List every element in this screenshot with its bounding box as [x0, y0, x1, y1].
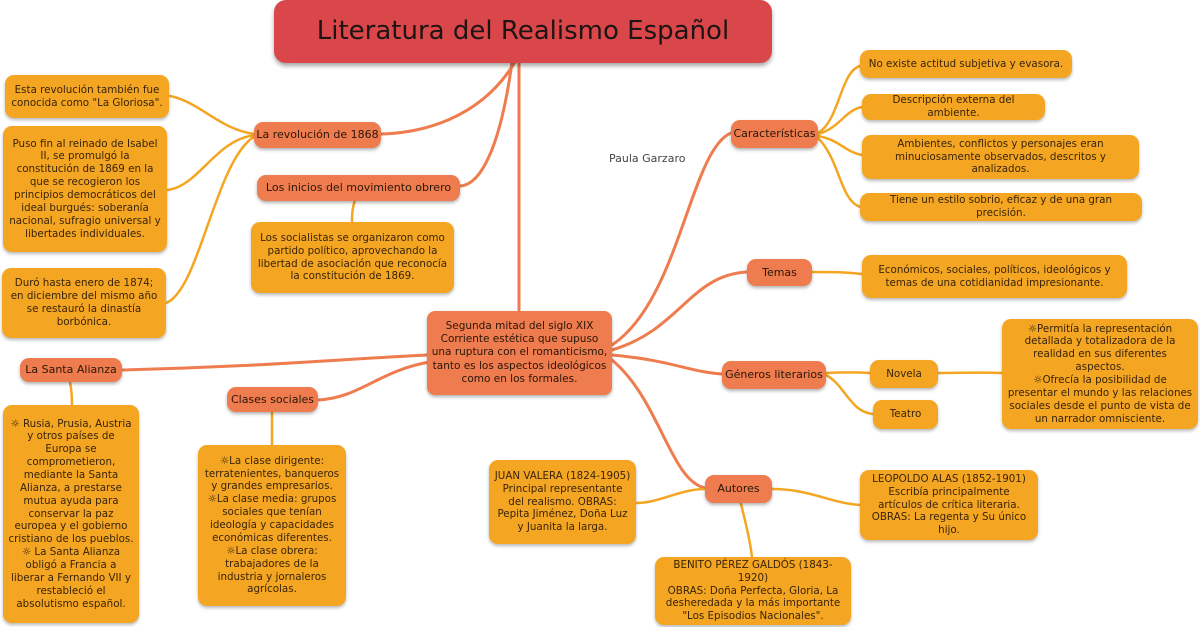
branch-movimiento-obrero[interactable]: Los inicios del movimiento obrero	[257, 175, 460, 201]
leaf-revolucion-constitucion[interactable]: Puso fin al reinado de Isabel II, se pro…	[3, 126, 167, 252]
leaf-revolucion-duracion[interactable]: Duró hasta enero de 1874; en diciembre d…	[2, 268, 166, 338]
branch-caracteristicas[interactable]: Características	[731, 120, 818, 148]
leaf-caracteristicas-estilo[interactable]: Tiene un estilo sobrio, eficaz y de una …	[860, 193, 1142, 221]
leaf-teatro[interactable]: Teatro	[873, 400, 938, 429]
branch-santa-alianza[interactable]: La Santa Alianza	[20, 358, 122, 382]
leaf-caracteristicas-ambientes[interactable]: Ambientes, conflictos y personajes eran …	[862, 135, 1139, 179]
map-title: Literatura del Realismo Español	[274, 0, 772, 63]
leaf-revolucion-gloriosa[interactable]: Esta revolución también fue conocida com…	[5, 75, 169, 118]
leaf-clases-sociales[interactable]: ☼La clase dirigente: terratenientes, ban…	[198, 445, 346, 606]
branch-revolucion[interactable]: La revolución de 1868	[254, 122, 381, 148]
leaf-juan-valera[interactable]: JUAN VALERA (1824-1905) Principal repres…	[489, 460, 636, 544]
central-node[interactable]: Segunda mitad del siglo XIX Corriente es…	[427, 311, 612, 395]
leaf-benito-perez-galdos[interactable]: BENITO PÉREZ GALDÓS (1843-1920) OBRAS: D…	[655, 557, 851, 625]
leaf-caracteristicas-descripcion[interactable]: Descripción externa del ambiente.	[862, 94, 1045, 120]
leaf-temas[interactable]: Económicos, sociales, políticos, ideológ…	[862, 255, 1127, 298]
leaf-movimiento-obrero[interactable]: Los socialistas se organizaron como part…	[251, 222, 454, 293]
branch-temas[interactable]: Temas	[747, 259, 812, 286]
leaf-caracteristicas-actitud[interactable]: No existe actitud subjetiva y evasora.	[860, 50, 1072, 78]
branch-autores[interactable]: Autores	[705, 475, 772, 503]
leaf-novela-descripcion[interactable]: ☼Permitía la representación detallada y …	[1002, 319, 1198, 429]
branch-generos-literarios[interactable]: Géneros literarios	[722, 361, 826, 389]
leaf-santa-alianza[interactable]: ☼ Rusia, Prusia, Austria y otros países …	[3, 405, 139, 623]
leaf-novela[interactable]: Novela	[870, 360, 938, 388]
author-label: Paula Garzaro	[609, 152, 686, 165]
branch-clases-sociales[interactable]: Clases sociales	[227, 387, 318, 412]
leaf-leopoldo-alas[interactable]: LEOPOLDO ALAS (1852-1901) Escribía princ…	[860, 470, 1038, 540]
